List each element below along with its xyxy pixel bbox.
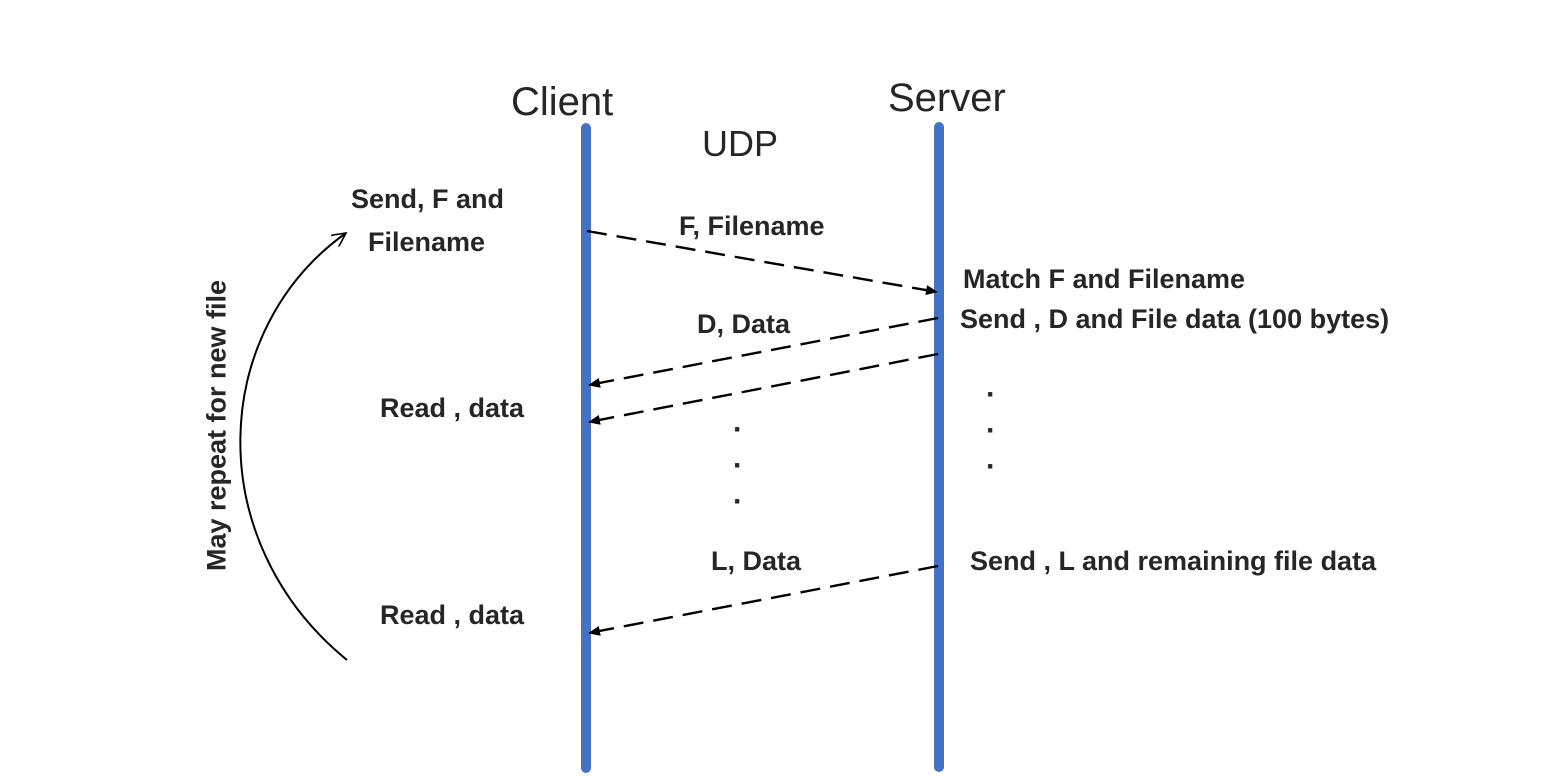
send-last-note: Send , L and remaining file data <box>970 546 1377 576</box>
last-message-label: L, Data <box>711 546 802 576</box>
data-arrow-2 <box>588 352 939 425</box>
read-data-note-2: Read , data <box>380 600 525 630</box>
read-data-note-1: Read , data <box>380 393 525 423</box>
repeat-loop-arrow <box>239 233 348 661</box>
middle-ellipsis: · · · <box>728 412 748 520</box>
send-data-note: Send , D and File data (100 bytes) <box>960 304 1390 334</box>
client-heading: Client <box>511 80 614 124</box>
send-request-note-line2: Filename <box>368 227 486 257</box>
ellipsis-dot: · <box>733 485 743 518</box>
ellipsis-dot: · <box>986 414 996 447</box>
ellipsis-dot: · <box>986 450 996 483</box>
request-message-label: F, Filename <box>679 211 825 241</box>
repeat-loop-label: May repeat for new file <box>201 279 232 572</box>
server-ellipsis: · · · <box>981 377 1001 485</box>
ellipsis-dot: · <box>733 413 743 446</box>
match-note: Match F and Filename <box>963 264 1246 294</box>
server-heading: Server <box>888 76 1006 120</box>
ellipsis-dot: · <box>986 378 996 411</box>
data-message-label: D, Data <box>697 309 791 339</box>
protocol-label: UDP <box>702 123 779 164</box>
last-data-arrow <box>588 564 939 636</box>
ellipsis-dot: · <box>733 449 743 482</box>
send-request-note-line1: Send, F and <box>351 184 505 214</box>
